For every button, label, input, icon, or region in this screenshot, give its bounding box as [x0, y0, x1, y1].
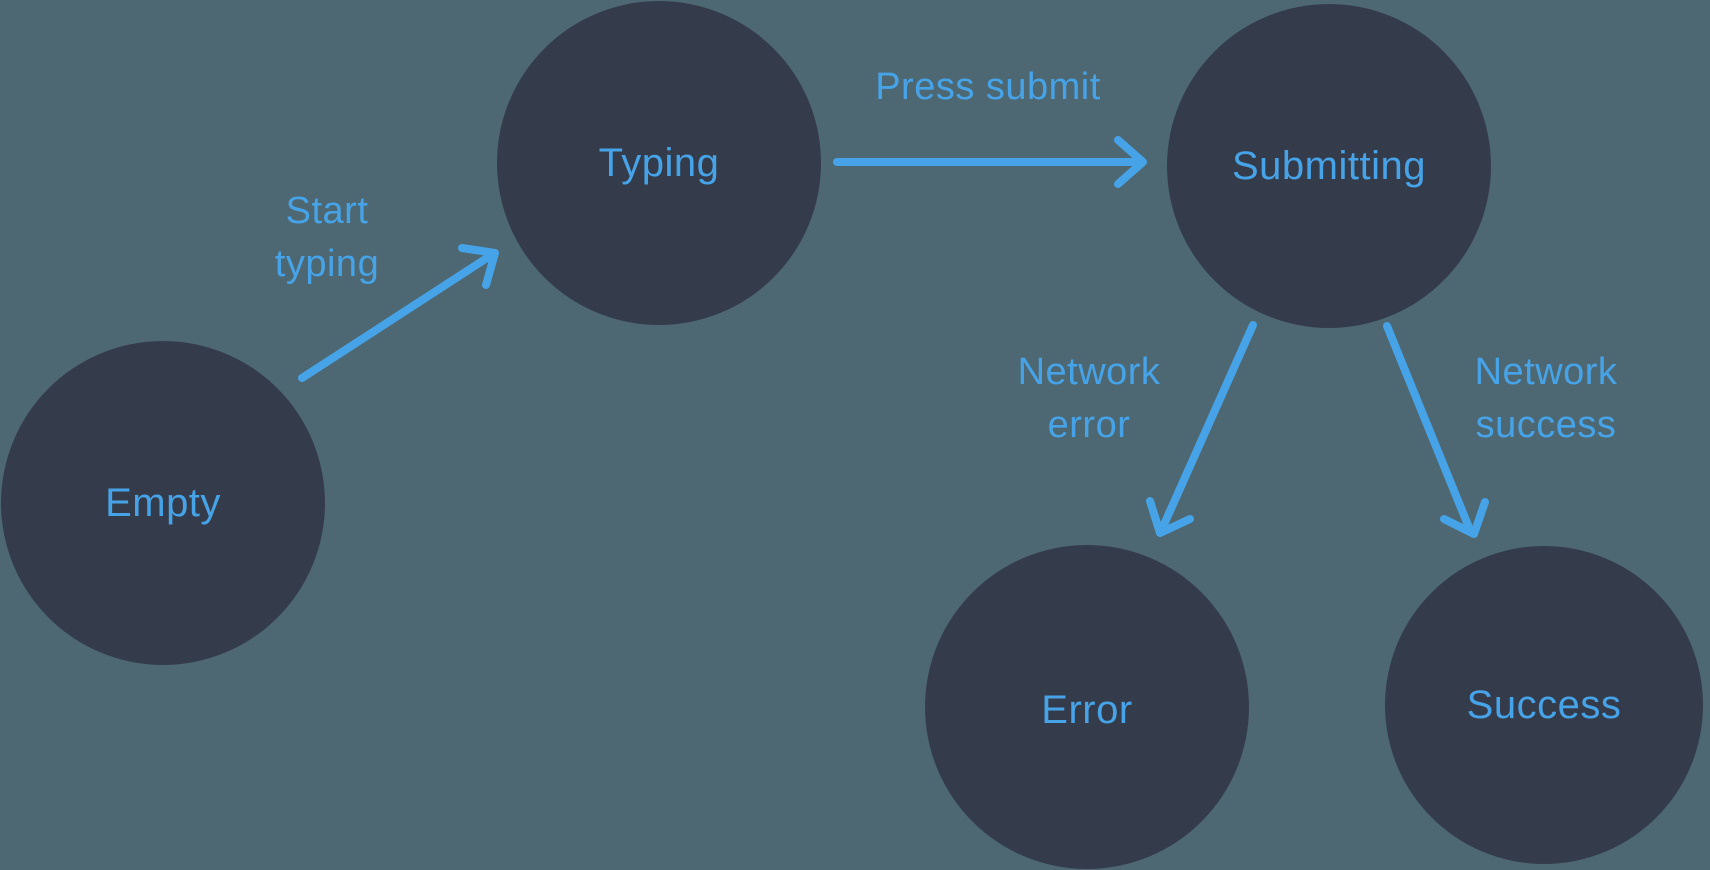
- state-label-error: Error: [1041, 688, 1133, 732]
- edge-label-press-submit: Press submit: [875, 66, 1101, 108]
- state-node-typing: [497, 1, 821, 325]
- state-label-success: Success: [1466, 683, 1622, 727]
- edge-arrow-network-error: [1146, 321, 1257, 537]
- state-node-success: [1385, 546, 1703, 864]
- state-label-submitting: Submitting: [1232, 144, 1426, 188]
- state-node-empty: [1, 341, 325, 665]
- state-label-empty: Empty: [105, 481, 221, 525]
- edge-arrow-press-submit: [833, 136, 1147, 188]
- state-node-error: [925, 545, 1249, 869]
- edge-label-network-success: Network success: [1474, 351, 1618, 446]
- edge-arrow-network-success: [1383, 322, 1489, 538]
- edge-arrow-start-typing: [298, 244, 499, 382]
- state-node-submitting: [1167, 4, 1491, 328]
- edge-label-start-typing: Start typing: [274, 190, 380, 285]
- edge-label-network-error: Network error: [1017, 351, 1161, 446]
- state-label-typing: Typing: [598, 141, 720, 185]
